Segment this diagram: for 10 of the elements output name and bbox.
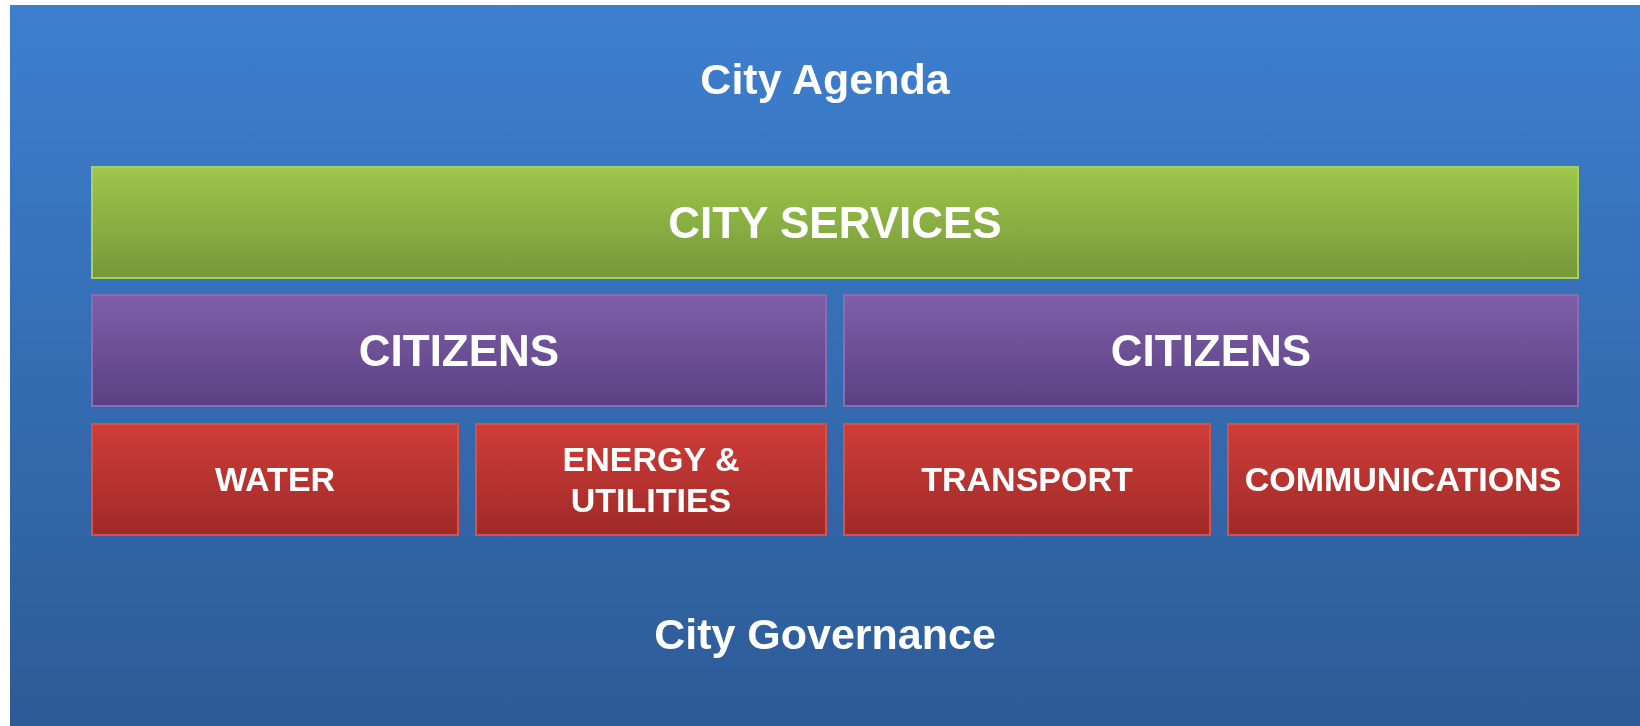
- sector-box: ENERGY & UTILITIES: [475, 423, 827, 536]
- citizens-bar: CITIZENS: [91, 294, 827, 407]
- heading: City Agenda: [699, 55, 951, 104]
- sector-box: TRANSPORT: [843, 423, 1211, 536]
- sector-box: COMMUNICATIONS: [1227, 423, 1579, 536]
- sector-box: WATER: [91, 423, 459, 536]
- citizens-bar: CITIZENS: [843, 294, 1579, 407]
- background-panel: [10, 5, 1640, 726]
- footer-heading: City Governance: [653, 610, 997, 659]
- service-bar: CITY SERVICES: [91, 166, 1579, 279]
